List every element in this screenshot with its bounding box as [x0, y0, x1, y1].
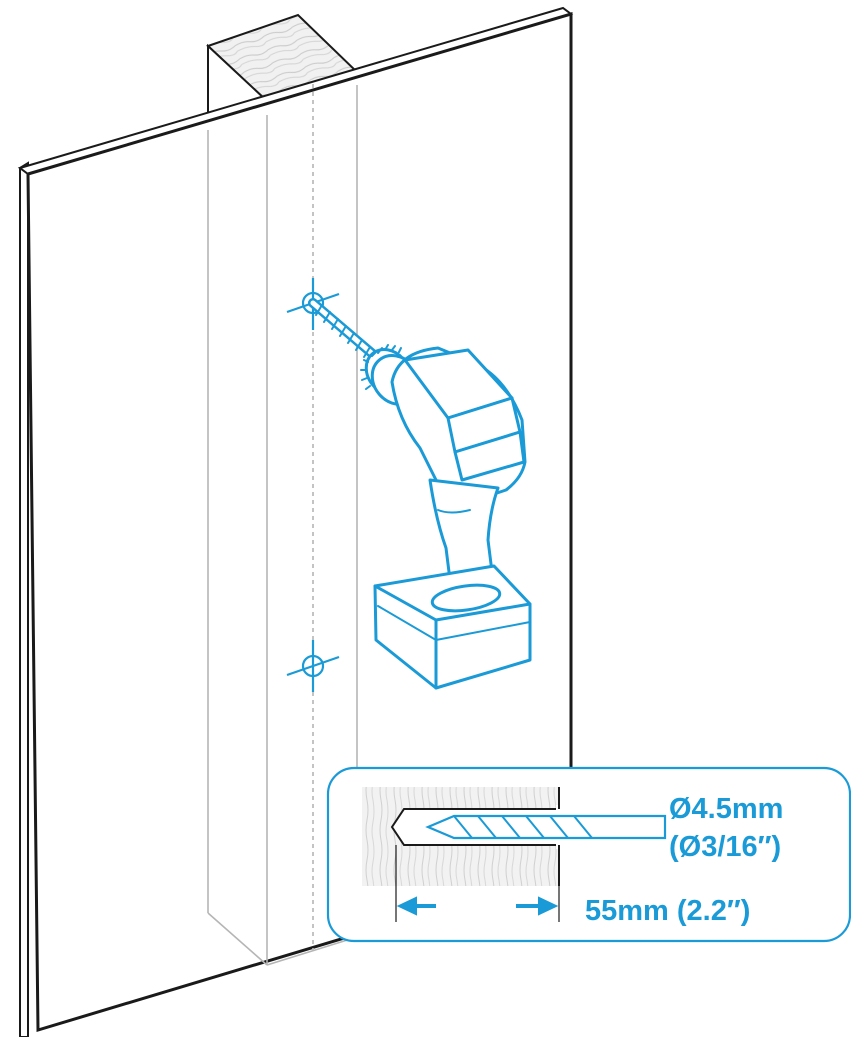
- arrow-left-icon: [396, 896, 436, 916]
- hole-diameter-metric: Ø4.5mm: [669, 793, 783, 825]
- drill-icon: [308, 298, 532, 690]
- depth-dimension: [395, 845, 560, 922]
- crosshair-icon: [286, 640, 340, 692]
- drill-bit-icon: [425, 814, 667, 840]
- detail-callout: Ø4.5mm (Ø3/16″) 55mm (2.2″): [326, 766, 851, 943]
- hole-depth-label: 55mm (2.2″): [585, 895, 750, 927]
- panel-edge: [19, 161, 29, 1037]
- drill-bit-icon: [308, 298, 387, 367]
- arrow-right-icon: [516, 896, 559, 916]
- hole-diameter-imperial: (Ø3/16″): [669, 831, 781, 863]
